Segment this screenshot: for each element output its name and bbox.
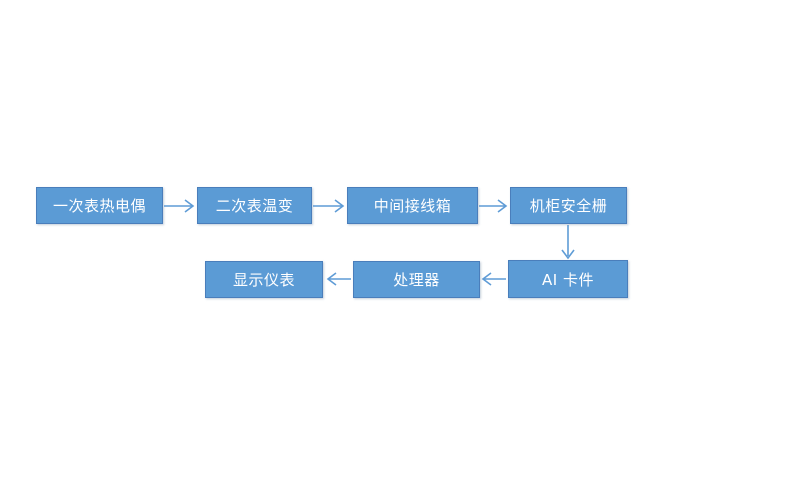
node-ai-card-label: AI 卡件 <box>542 270 594 289</box>
node-display-instrument-label: 显示仪表 <box>232 271 295 289</box>
node-primary-thermocouple: 一次表热电偶 <box>36 187 163 224</box>
node-secondary-temperature-transmitter: 二次表温变 <box>197 187 312 224</box>
arrow-safety-barrier-to-ai-card <box>561 225 575 260</box>
node-cabinet-safety-barrier-label: 机柜安全栅 <box>529 197 608 215</box>
arrow-junction-box-to-safety-barrier <box>479 199 508 213</box>
node-display-instrument: 显示仪表 <box>205 261 323 298</box>
node-intermediate-junction-box-label: 中间接线箱 <box>373 197 452 215</box>
node-processor-label: 处理器 <box>393 271 440 289</box>
node-processor: 处理器 <box>353 261 480 298</box>
node-ai-card: AI 卡件 <box>508 260 628 298</box>
arrow-processor-to-display-instrument <box>326 272 351 286</box>
arrow-primary-thermocouple-to-secondary-transmitter <box>164 199 195 213</box>
arrow-ai-card-to-processor <box>481 272 506 286</box>
node-cabinet-safety-barrier: 机柜安全栅 <box>510 187 627 224</box>
arrow-secondary-transmitter-to-junction-box <box>313 199 345 213</box>
node-primary-thermocouple-label: 一次表热电偶 <box>52 197 146 215</box>
node-secondary-temperature-transmitter-label: 二次表温变 <box>215 197 294 215</box>
node-intermediate-junction-box: 中间接线箱 <box>347 187 478 224</box>
